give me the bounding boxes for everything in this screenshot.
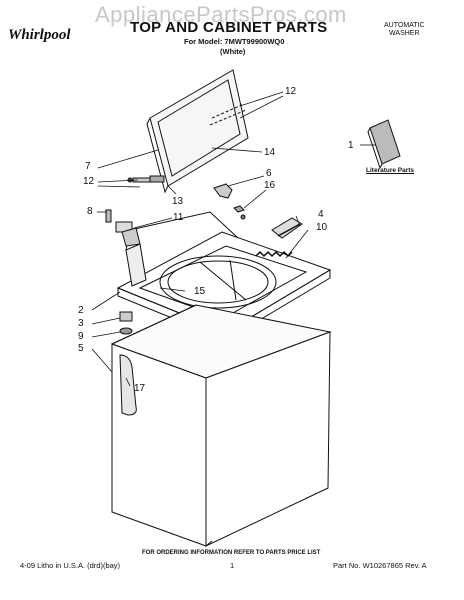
callout-3: 3: [78, 318, 84, 329]
callout-1: 1: [348, 140, 354, 151]
callout-9: 9: [78, 331, 84, 342]
callout-12-left: 12: [83, 176, 95, 187]
callout-6: 6: [266, 168, 272, 179]
color-line: (White): [220, 47, 246, 56]
hinge-clip-part: [213, 183, 246, 220]
callout-12-top: 12: [285, 86, 297, 97]
lid-switch-part: [105, 209, 141, 247]
product-type: AUTOMATIC WASHER: [384, 22, 425, 38]
callout-2: 2: [78, 305, 84, 316]
model-line: For Model: 7MWT99900WQ0: [184, 37, 285, 46]
callout-13: 13: [172, 196, 184, 207]
brand-logo: Whirlpool: [8, 27, 71, 43]
callout-16: 16: [264, 180, 276, 191]
lid-part: [146, 69, 249, 194]
callout-11: 11: [173, 212, 184, 223]
callout-5: 5: [78, 343, 84, 354]
callout-4: 4: [318, 209, 324, 220]
callout-14: 14: [264, 147, 276, 158]
hinge-screws: [127, 175, 165, 183]
spring-part: [255, 250, 293, 258]
dispenser-part: [271, 217, 303, 239]
callout-10: 10: [316, 222, 328, 233]
watermark: AppliancePartsPros.com: [95, 2, 347, 27]
callout-8: 8: [87, 206, 93, 217]
footer-page-number: 1: [230, 561, 235, 570]
ordering-note: FOR ORDERING INFORMATION REFER TO PARTS …: [142, 550, 321, 556]
product-type-line2: WASHER: [389, 30, 420, 37]
cabinet-part: [110, 304, 332, 547]
literature-parts-label: Literature Parts: [366, 167, 415, 174]
footer-litho: 4-09 Litho in U.S.A. (drd)(bay): [20, 561, 121, 570]
literature-book: [367, 119, 401, 170]
callout-7: 7: [85, 161, 91, 172]
footer-part-number: Part No. W10267865 Rev. A: [333, 561, 427, 570]
callout-17: 17: [134, 383, 146, 394]
page-title: TOP AND CABINET PARTS: [130, 19, 328, 36]
product-type-line1: AUTOMATIC: [384, 22, 425, 29]
callout-15: 15: [194, 286, 206, 297]
nut-part: [119, 311, 133, 335]
